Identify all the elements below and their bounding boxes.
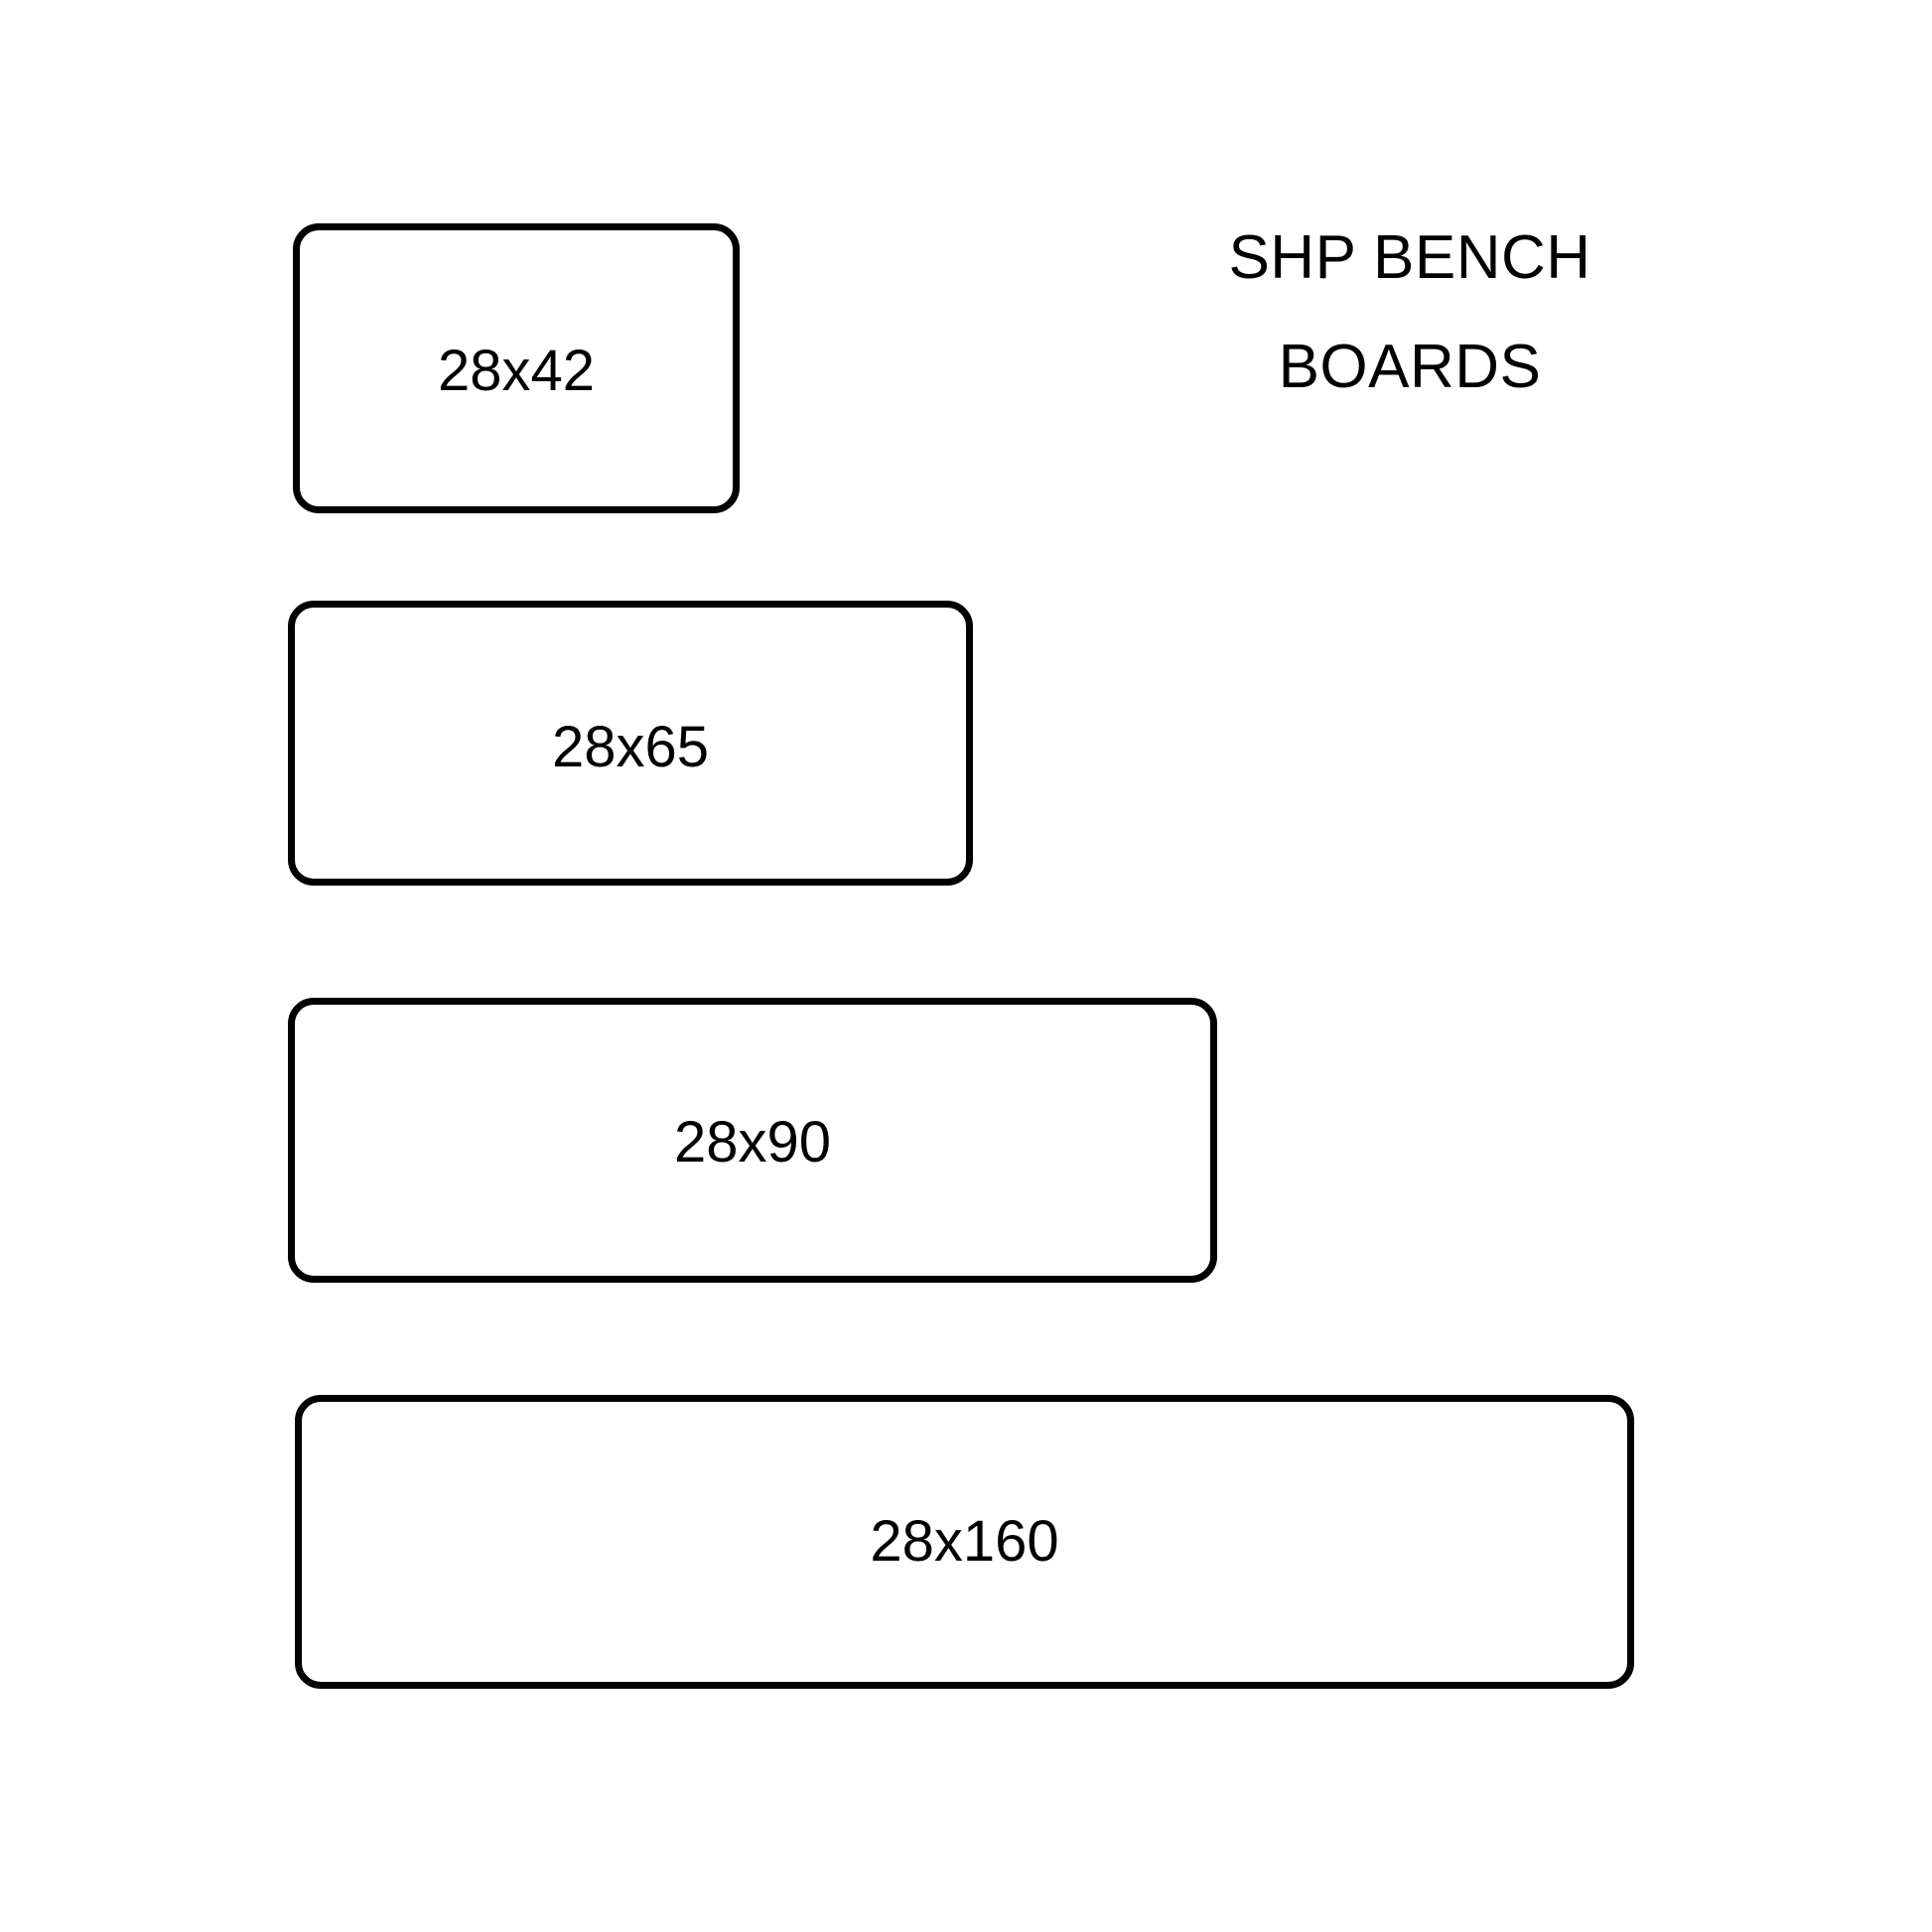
page-title-line-1: SHP BENCH — [1228, 223, 1591, 292]
board-shape-28x160: 28x160 — [295, 1395, 1634, 1689]
page-title: SHP BENCH BOARDS — [1152, 204, 1668, 422]
board-label-28x42: 28x42 — [437, 339, 596, 403]
board-label-28x65: 28x65 — [551, 715, 710, 779]
page-title-line-2: BOARDS — [1278, 333, 1542, 401]
board-shape-28x65: 28x65 — [288, 601, 973, 886]
board-shape-28x42: 28x42 — [293, 223, 740, 513]
board-shape-28x90: 28x90 — [288, 998, 1217, 1283]
board-label-28x90: 28x90 — [673, 1110, 832, 1174]
board-label-28x160: 28x160 — [870, 1509, 1059, 1574]
